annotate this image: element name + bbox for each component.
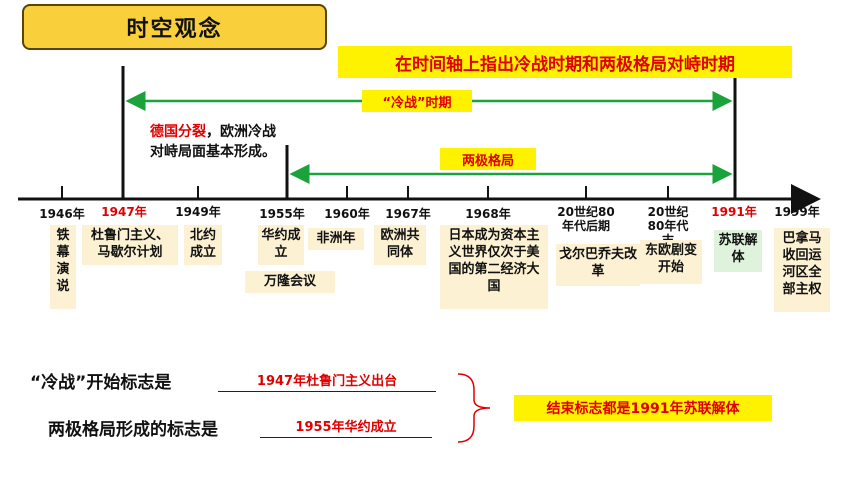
note-highlight: 德国分裂 <box>150 124 206 140</box>
conclusion-banner: 结束标志都是1991年苏联解体 <box>514 395 772 421</box>
event-gorbachev-reform: 戈尔巴乔夫改革 <box>556 244 640 286</box>
event-eastern-europe-upheaval: 东欧剧变开始 <box>640 240 702 284</box>
event-truman-marshall: 杜鲁门主义、马歇尔计划 <box>82 225 178 265</box>
task-banner: 在时间轴上指出冷战时期和两极格局对峙时期 <box>338 46 792 78</box>
event-soviet-dissolution: 苏联解体 <box>714 230 762 272</box>
timeline-ticks <box>61 186 794 199</box>
section-title: 时空观念 <box>22 4 327 50</box>
year-1955: 1955年 <box>259 207 305 221</box>
question-cold-war-start: “冷战”开始标志是 <box>30 373 172 393</box>
year-1949: 1949年 <box>175 205 221 219</box>
year-1960: 1960年 <box>324 207 370 221</box>
year-1991: 1991年 <box>711 205 757 219</box>
event-japan-economy: 日本成为资本主义世界仅次于美国的第二经济大国 <box>440 225 548 309</box>
event-european-community: 欧洲共同体 <box>374 225 426 265</box>
germany-division-note: 德国分裂，欧洲冷战对峙局面基本形成。 <box>150 122 285 162</box>
answer-cold-war-start: 1947年杜鲁门主义出台 <box>218 370 436 392</box>
event-africa-year: 非洲年 <box>308 228 364 250</box>
note-text: ，欧洲冷战对峙局面基本形成。 <box>150 124 276 160</box>
event-bandung-conference: 万隆会议 <box>245 271 335 293</box>
event-nato-founded: 北约成立 <box>184 225 222 265</box>
year-1967: 1967年 <box>385 207 431 221</box>
year-1947: 1947年 <box>101 205 147 219</box>
event-iron-curtain-speech: 铁幕演说 <box>50 225 76 309</box>
year-1968: 1968年 <box>465 207 511 221</box>
answer-bipolar-formation: 1955年华约成立 <box>260 416 432 438</box>
year-1946: 1946年 <box>39 207 85 221</box>
year-1980s-late: 20世纪80年代后期 <box>557 205 615 233</box>
event-panama-canal: 巴拿马收回运河区全部主权 <box>774 228 830 312</box>
cold-war-period-label: “冷战”时期 <box>362 90 472 112</box>
event-warsaw-pact: 华约成立 <box>258 225 304 265</box>
brace <box>457 373 491 443</box>
bipolar-period-label: 两极格局 <box>440 148 536 170</box>
question-bipolar-formation: 两极格局形成的标志是 <box>48 420 218 440</box>
year-1999: 1999年 <box>774 205 820 219</box>
